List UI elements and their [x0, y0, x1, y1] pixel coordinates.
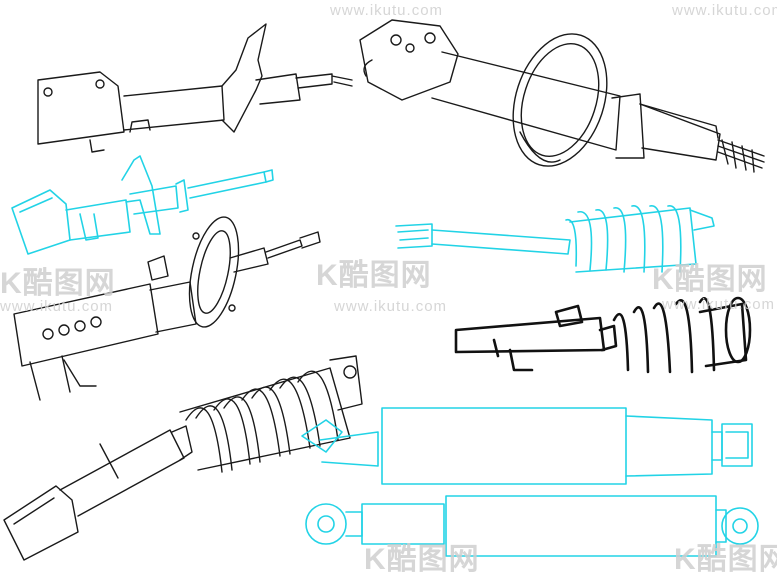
- strut-cyan-small: [11, 155, 274, 255]
- strut-top-right: [359, 19, 765, 173]
- shock-absorber-bottom: [305, 495, 759, 557]
- coilover-cyan: [395, 205, 715, 273]
- coilover-large-spring: [3, 355, 363, 561]
- shock-absorber-top: [301, 407, 753, 485]
- strut-top-left: [37, 23, 353, 153]
- coilover-black-bold: [454, 296, 752, 374]
- strut-with-mount: [13, 216, 321, 401]
